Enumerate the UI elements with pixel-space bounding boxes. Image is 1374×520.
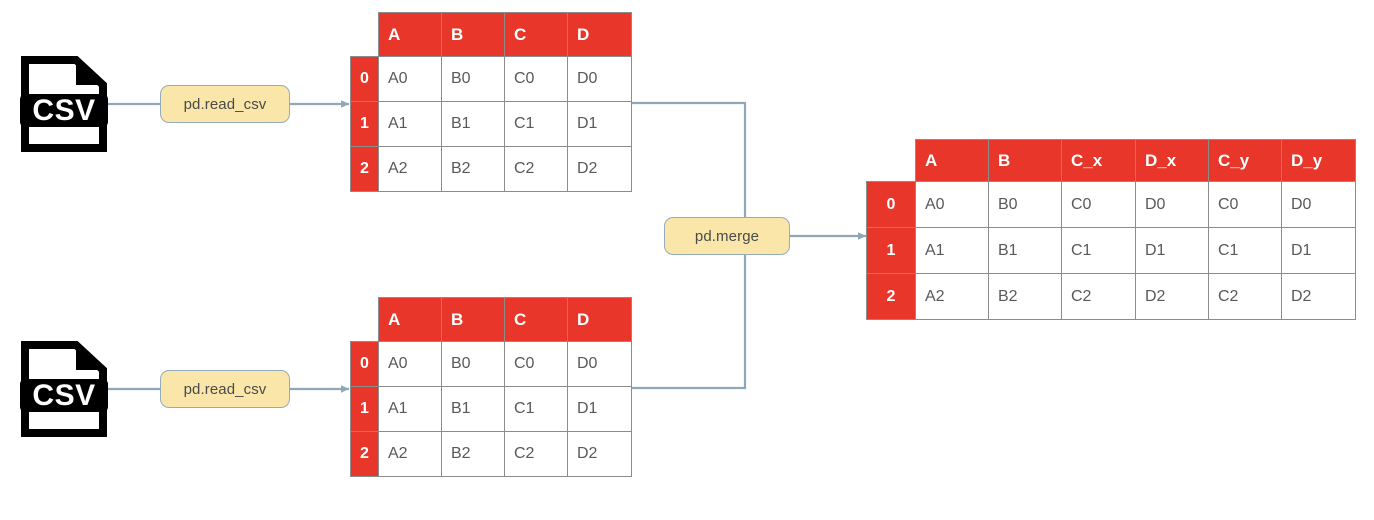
row-index-cell: 1 [866,227,916,274]
table-cell: A2 [378,431,442,477]
column-header: A [378,12,442,57]
left-dataframe-top: A B C D 0 A0 B0 C0 D0 1 A1 B1 C1 D1 2 [350,12,632,192]
table-cell: A1 [378,101,442,147]
row-index-cell: 0 [866,181,916,228]
table-header-row: A B C D [351,12,632,57]
table-cell: D0 [1135,181,1209,228]
table-cell: B2 [988,273,1062,320]
table-row: 1 A1 B1 C1 D1 [350,386,632,432]
table-cell: A0 [915,181,989,228]
column-header: A [378,297,442,342]
wire-table2-to-merge [631,236,747,390]
dataframe-table: A B C D 0 A0 B0 C0 D0 1 A1 B1 C1 D1 2 [350,297,632,477]
row-index-cell: 0 [350,56,379,102]
dataframe-table: A B C D 0 A0 B0 C0 D0 1 A1 B1 C1 D1 2 [350,12,632,192]
column-header: C_y [1208,139,1282,182]
table-cell: C2 [1208,273,1282,320]
table-header-row: A B C_x D_x C_y D_y [867,139,1356,182]
table-cell: C0 [1061,181,1136,228]
column-header: A [915,139,989,182]
table-cell: C1 [504,386,568,432]
column-header: C [504,12,568,57]
table-corner-cell [867,140,916,182]
table-cell: A1 [915,227,989,274]
table-cell: B1 [441,101,505,147]
dataframe-table: A B C_x D_x C_y D_y 0 A0 B0 C0 D0 C0 D0 … [866,139,1356,320]
table-cell: C1 [1061,227,1136,274]
table-row: 2 A2 B2 C2 D2 [350,146,632,192]
csv-icon-label: CSV [32,94,95,127]
table-cell: A0 [378,341,442,387]
table-header-row: A B C D [351,297,632,342]
row-index-cell: 1 [350,101,379,147]
table-row: 2 A2 B2 C2 D2 [350,431,632,477]
process-node-read-csv-top[interactable]: pd.read_csv [160,85,290,123]
row-index-cell: 2 [866,273,916,320]
column-header: B [988,139,1062,182]
table-cell: D2 [1135,273,1209,320]
table-cell: D0 [567,56,632,102]
csv-file-icon: CSV [18,341,110,437]
table-cell: C2 [504,146,568,192]
table-row: 0 A0 B0 C0 D0 [350,341,632,387]
table-cell: D1 [1135,227,1209,274]
process-node-label: pd.read_csv [183,95,267,113]
row-index-cell: 2 [350,146,379,192]
table-cell: D0 [567,341,632,387]
table-cell: B1 [988,227,1062,274]
table-cell: C1 [1208,227,1282,274]
table-cell: C2 [1061,273,1136,320]
row-index-cell: 1 [350,386,379,432]
table-cell: D1 [567,386,632,432]
table-row: 2 A2 B2 C2 D2 C2 D2 [866,273,1356,320]
table-cell: D1 [1281,227,1356,274]
merged-dataframe: A B C_x D_x C_y D_y 0 A0 B0 C0 D0 C0 D0 … [866,139,1356,320]
table-cell: B2 [441,146,505,192]
column-header: C_x [1061,139,1136,182]
table-cell: A2 [378,146,442,192]
column-header: D [567,297,632,342]
process-node-read-csv-bottom[interactable]: pd.read_csv [160,370,290,408]
table-cell: A2 [915,273,989,320]
table-cell: B0 [441,56,505,102]
process-node-label: pd.merge [694,227,760,245]
column-header: D_x [1135,139,1209,182]
table-cell: B2 [441,431,505,477]
column-header: D_y [1281,139,1356,182]
column-header: B [441,297,505,342]
left-dataframe-bottom: A B C D 0 A0 B0 C0 D0 1 A1 B1 C1 D1 2 [350,297,632,477]
table-cell: B1 [441,386,505,432]
table-cell: D0 [1281,181,1356,228]
csv-file-icon: CSV [18,56,110,152]
table-cell: D1 [567,101,632,147]
table-row: 1 A1 B1 C1 D1 [350,101,632,147]
table-cell: D2 [1281,273,1356,320]
row-index-cell: 2 [350,431,379,477]
process-node-label: pd.read_csv [183,380,267,398]
csv-icon-label: CSV [32,379,95,412]
table-cell: B0 [441,341,505,387]
table-row: 0 A0 B0 C0 D0 [350,56,632,102]
table-cell: C1 [504,101,568,147]
table-cell: B0 [988,181,1062,228]
table-cell: C2 [504,431,568,477]
table-cell: C0 [504,56,568,102]
table-cell: A0 [378,56,442,102]
table-cell: C0 [1208,181,1282,228]
table-corner-cell [351,298,379,342]
table-cell: C0 [504,341,568,387]
table-cell: A1 [378,386,442,432]
table-row: 0 A0 B0 C0 D0 C0 D0 [866,181,1356,228]
column-header: B [441,12,505,57]
table-row: 1 A1 B1 C1 D1 C1 D1 [866,227,1356,274]
row-index-cell: 0 [350,341,379,387]
table-cell: D2 [567,146,632,192]
table-corner-cell [351,13,379,57]
column-header: D [567,12,632,57]
column-header: C [504,297,568,342]
process-node-merge[interactable]: pd.merge [664,217,790,255]
table-cell: D2 [567,431,632,477]
